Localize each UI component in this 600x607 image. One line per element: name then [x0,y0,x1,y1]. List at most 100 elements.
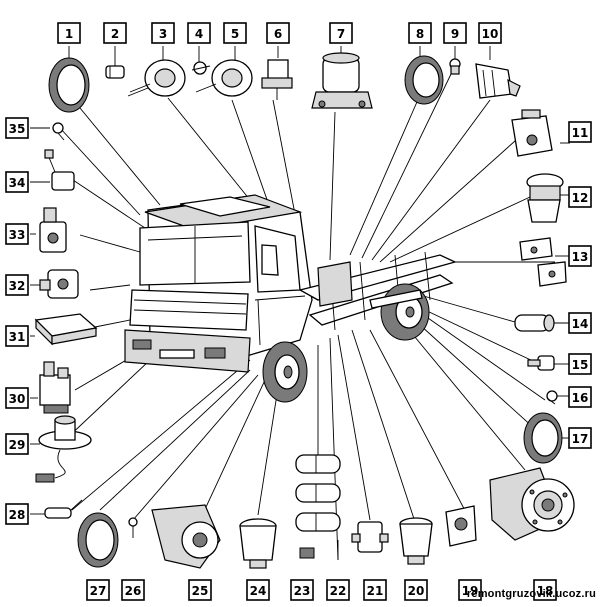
part-label-box [568,121,592,143]
part-label-3: 3 [151,22,175,44]
part-label-number: 7 [337,27,345,41]
part-7-air-dryer [311,52,373,109]
part-label-number: 23 [294,584,311,598]
part-label-box [5,171,29,193]
part-label-box [568,386,592,408]
part-label-number: 14 [572,317,589,331]
part-label-number: 29 [9,438,26,452]
part-label-number: 33 [9,228,26,242]
part-label-number: 19 [462,584,479,598]
part-label-25: 25 [188,579,212,601]
part-label-26: 26 [121,579,145,601]
part-label-31: 31 [5,325,29,347]
part-label-box [103,22,127,44]
part-label-number: 15 [572,358,589,372]
part-6-solenoid-valve [261,59,293,100]
part-30-valve-block [39,361,71,414]
part-25-gear-assembly [151,504,221,569]
part-label-9: 9 [443,22,467,44]
part-label-box [568,427,592,449]
part-label-33: 33 [5,223,29,245]
part-10-brake-chamber [475,63,521,99]
part-4-fitting [191,61,211,75]
part-label-number: 27 [90,584,107,598]
part-label-box [408,22,432,44]
part-label-1: 1 [57,22,81,44]
part-5-diaphragm [195,59,253,97]
part-13-brackets [519,237,567,287]
part-label-number: 35 [9,122,26,136]
part-label-number: 10 [482,27,499,41]
part-label-27: 27 [86,579,110,601]
part-label-number: 21 [367,584,384,598]
part-label-number: 12 [572,191,589,205]
part-label-box [363,579,387,601]
part-21-valve [351,521,389,553]
part-34-switch [44,149,75,191]
part-3-diaphragm [127,59,186,97]
part-label-box [478,22,502,44]
part-label-number: 1 [65,27,73,41]
part-29-flange [35,415,92,483]
part-14-filter [514,314,555,332]
part-label-8: 8 [408,22,432,44]
part-35-clip [52,122,65,141]
part-label-box [326,579,350,601]
part-label-box [568,353,592,375]
part-label-20: 20 [404,579,428,601]
part-9-nipple [449,58,461,75]
part-31-control-unit [34,313,98,346]
part-label-number: 11 [572,126,589,140]
part-label-box [329,22,353,44]
part-label-box [533,579,557,601]
part-label-number: 24 [250,584,267,598]
part-label-box [290,579,314,601]
part-label-box [568,312,592,334]
watermark-text: remontgruzovik.ucoz.ru [466,588,596,600]
part-label-number: 18 [537,584,554,598]
part-23-filter-set [295,454,341,559]
part-label-box [568,186,592,208]
part-label-box [86,579,110,601]
part-label-number: 28 [9,508,26,522]
part-label-15: 15 [568,353,592,375]
part-20-chamber [399,517,433,565]
part-label-13: 13 [568,245,592,267]
part-16-clip [546,390,558,405]
part-12-valve [526,173,564,223]
part-label-box [121,579,145,601]
part-1-ring [48,57,90,113]
part-27-ring [77,512,119,568]
part-label-5: 5 [223,22,247,44]
part-label-box [5,274,29,296]
part-26-nipple [128,517,138,538]
part-label-32: 32 [5,274,29,296]
part-label-number: 20 [408,584,425,598]
part-label-29: 29 [5,433,29,455]
part-label-box [266,22,290,44]
part-label-box [568,245,592,267]
part-label-box [187,22,211,44]
part-label-number: 32 [9,279,26,293]
part-label-box [188,579,212,601]
part-label-box [223,22,247,44]
part-label-box [246,579,270,601]
part-label-number: 13 [572,250,589,264]
part-label-14: 14 [568,312,592,334]
part-15-sensor [527,355,555,371]
part-label-2: 2 [103,22,127,44]
part-label-number: 30 [9,392,26,406]
part-label-number: 31 [9,330,26,344]
part-label-box [57,22,81,44]
part-17-ring [523,412,563,464]
part-label-number: 2 [111,27,119,41]
part-label-17: 17 [568,427,592,449]
part-label-30: 30 [5,387,29,409]
part-label-12: 12 [568,186,592,208]
part-label-number: 17 [572,432,589,446]
part-label-28: 28 [5,503,29,525]
part-label-number: 16 [572,391,589,405]
part-label-number: 6 [274,27,282,41]
part-2-bolt [105,65,125,79]
